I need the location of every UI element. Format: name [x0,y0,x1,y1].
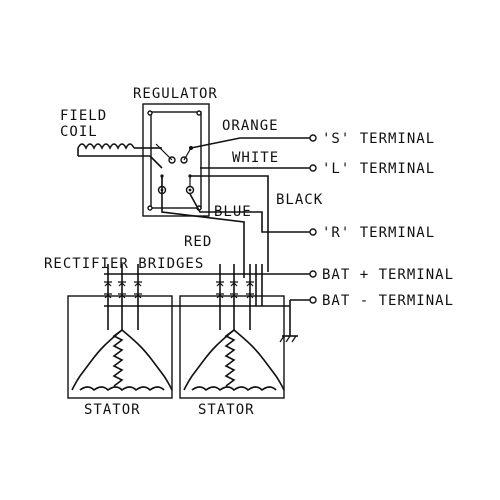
label-r-terminal: 'R' TERMINAL [322,225,435,241]
label-bat-minus: BAT - TERMINAL [322,293,454,309]
stator-left [67,264,173,399]
r-terminal-post [309,228,317,236]
wire-blue [161,176,245,278]
wire-white [200,164,317,172]
wire-black [190,175,269,272]
label-l-terminal: 'L' TERMINAL [322,161,435,177]
bat-minus-bus [104,296,317,343]
label-regulator: REGULATOR [133,86,218,102]
bat-plus-post [309,270,317,278]
l-terminal-post [309,164,317,172]
label-bat-plus: BAT + TERMINAL [322,267,454,283]
label-black: BLACK [276,192,323,208]
wire-red [189,193,317,236]
s-terminal-post [309,134,317,142]
stator-right [179,264,285,399]
label-field: FIELD [60,108,107,124]
bat-minus-post [309,296,317,304]
regulator-mount-hole [196,110,202,116]
label-stator-left: STATOR [84,402,141,418]
label-red: RED [184,234,212,250]
label-s-terminal: 'S' TERMINAL [322,131,435,147]
label-coil: COIL [60,124,98,140]
label-stator-right: STATOR [198,402,255,418]
label-blue: BLUE [214,204,252,220]
label-orange: ORANGE [222,118,279,134]
label-white: WHITE [232,150,279,166]
label-rectifier-bridges: RECTIFIER BRIDGES [44,256,204,272]
field-coil [77,143,163,169]
regulator-mount-hole [147,205,153,211]
regulator-mount-hole [147,110,153,116]
wire-orange [190,134,317,149]
